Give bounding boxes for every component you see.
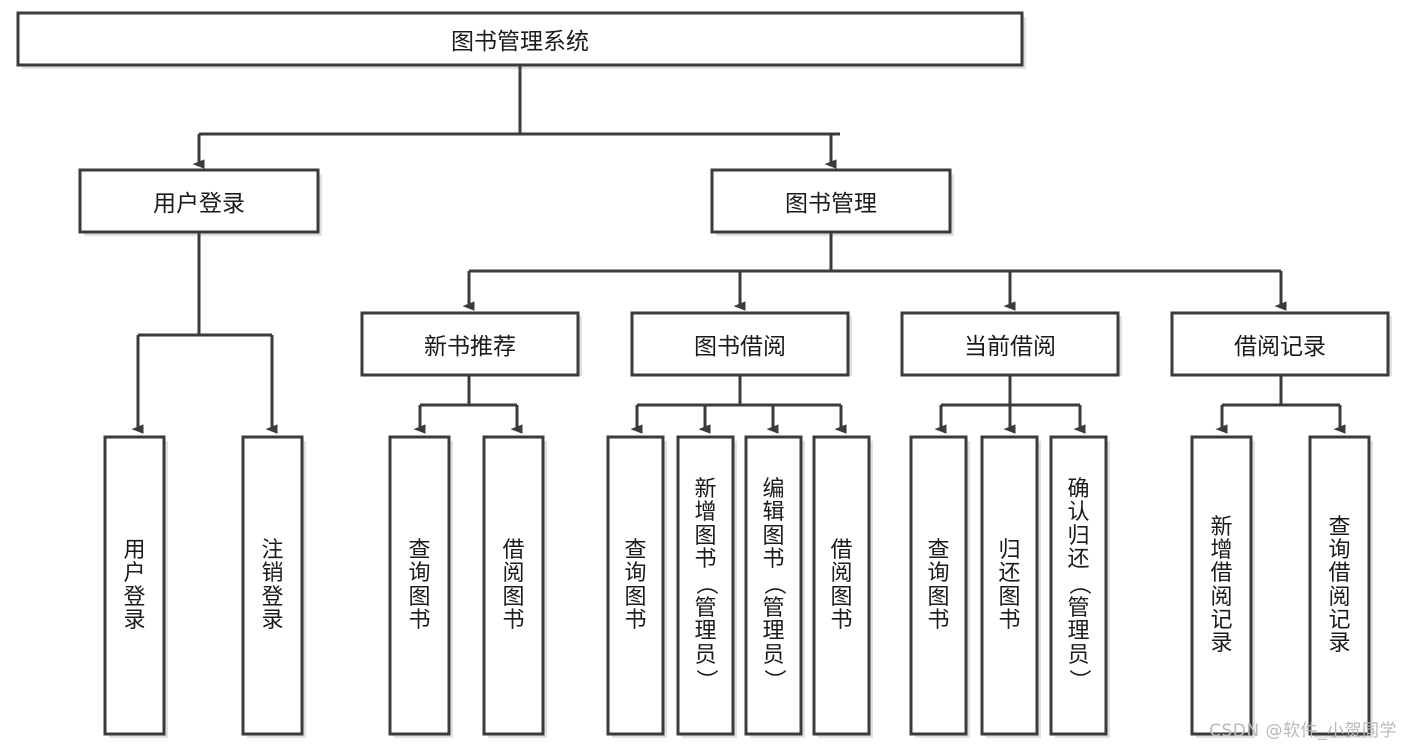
connector-edges bbox=[131, 65, 1346, 434]
node-borrow-record-box[interactable] bbox=[1170, 311, 1390, 377]
node-new-book-recommend-box[interactable] bbox=[360, 311, 580, 377]
leaf-borrow-book-1-box[interactable] bbox=[482, 435, 545, 736]
node-book-manage-box[interactable] bbox=[710, 168, 952, 234]
leaf-add-book-box[interactable] bbox=[676, 435, 735, 736]
leaf-borrow-book-2-box[interactable] bbox=[812, 435, 871, 736]
leaf-query-book-3-box[interactable] bbox=[909, 435, 968, 736]
node-current-borrow-box[interactable] bbox=[900, 311, 1120, 377]
leaf-return-book-box[interactable] bbox=[980, 435, 1039, 736]
leaf-query-record-box[interactable] bbox=[1308, 435, 1371, 736]
leaf-user-login-box[interactable] bbox=[103, 435, 166, 736]
leaf-query-book-2-box[interactable] bbox=[606, 435, 665, 736]
node-user-login-box[interactable] bbox=[78, 168, 320, 234]
leaf-confirm-return-box[interactable] bbox=[1049, 435, 1108, 736]
leaf-edit-book-box[interactable] bbox=[744, 435, 803, 736]
node-root-box[interactable] bbox=[16, 11, 1024, 67]
leaf-user-logout-box[interactable] bbox=[241, 435, 304, 736]
leaf-query-book-1-box[interactable] bbox=[388, 435, 451, 736]
leaf-add-record-box[interactable] bbox=[1190, 435, 1253, 736]
node-book-borrow-box[interactable] bbox=[630, 311, 850, 377]
